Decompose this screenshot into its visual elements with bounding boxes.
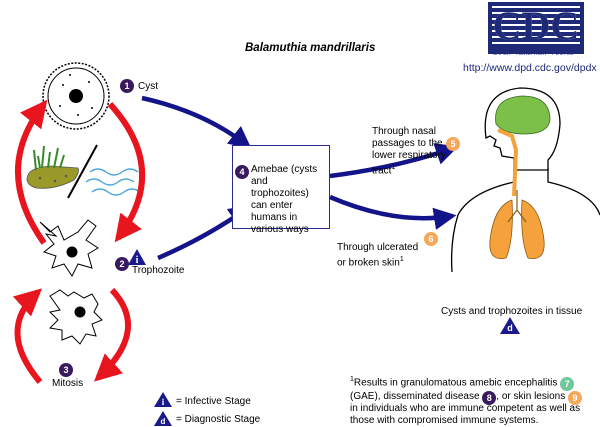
svg-text:d: d [507,323,513,333]
transmission-arrows [141,95,459,261]
diagnostic-stage-icon: d [500,317,520,334]
cdc-logo [488,2,584,54]
stage-3-badge: 3 [59,363,73,377]
source-url[interactable]: http://www.dpd.cdc.gov/dpdx [463,62,597,74]
stage-7-badge: 7 [560,377,575,392]
svg-text:i: i [136,255,139,266]
stage-1-label: Cyst [138,81,158,92]
human-figure [450,87,600,273]
infective-stage-icon: i [128,249,146,266]
soil-illustration [26,145,79,189]
divider-slash [67,144,98,199]
svg-text:d: d [161,417,166,426]
legend-infective-icon: i [154,392,172,407]
stage-1-badge: 1 [120,79,134,93]
svg-text:i: i [162,397,165,407]
water-illustration [85,168,141,196]
stage-2-label: Trophozoite [132,265,185,276]
entry-box [232,145,330,229]
stage-9-badge: 9 [568,391,582,406]
stage-2-badge: 2 [115,257,129,271]
diagram-title: Balamuthia mandrillaris [245,42,376,54]
footnote: 1Results in granulomatous amebic encepha… [350,376,582,427]
mitosis-illustration [48,289,103,345]
cyst-illustration [42,62,110,130]
stage-8-badge: 8 [482,391,497,406]
life-cycle-arrows [12,99,146,384]
stage-3-label: Mitosis [52,378,84,389]
legend-diagnostic-icon: d [154,411,172,426]
entry-box-text: Amebae (cysts and trophozoites) can ente… [251,164,318,235]
legend-infective-text: = Infective Stage [176,396,251,407]
stage-4-badge: 4 [235,165,249,179]
nasal-route-text: Through nasal passages to the lower resp… [372,126,446,177]
skin-route-text: Through ulcerated or broken skin1 [337,242,419,269]
stage-6-badge: 6 [424,232,438,246]
stage-5-badge: 5 [446,137,460,151]
cdc-logo-letters: CDC [492,3,580,48]
tissue-label: Cysts and trophozoites in tissue [441,306,583,317]
cdc-tagline: SAFER · HEALTHIER · PEOPLE™ [492,51,580,57]
trophozoite-illustration [39,219,99,277]
legend-diagnostic-text: = Diagnostic Stage [176,414,261,425]
